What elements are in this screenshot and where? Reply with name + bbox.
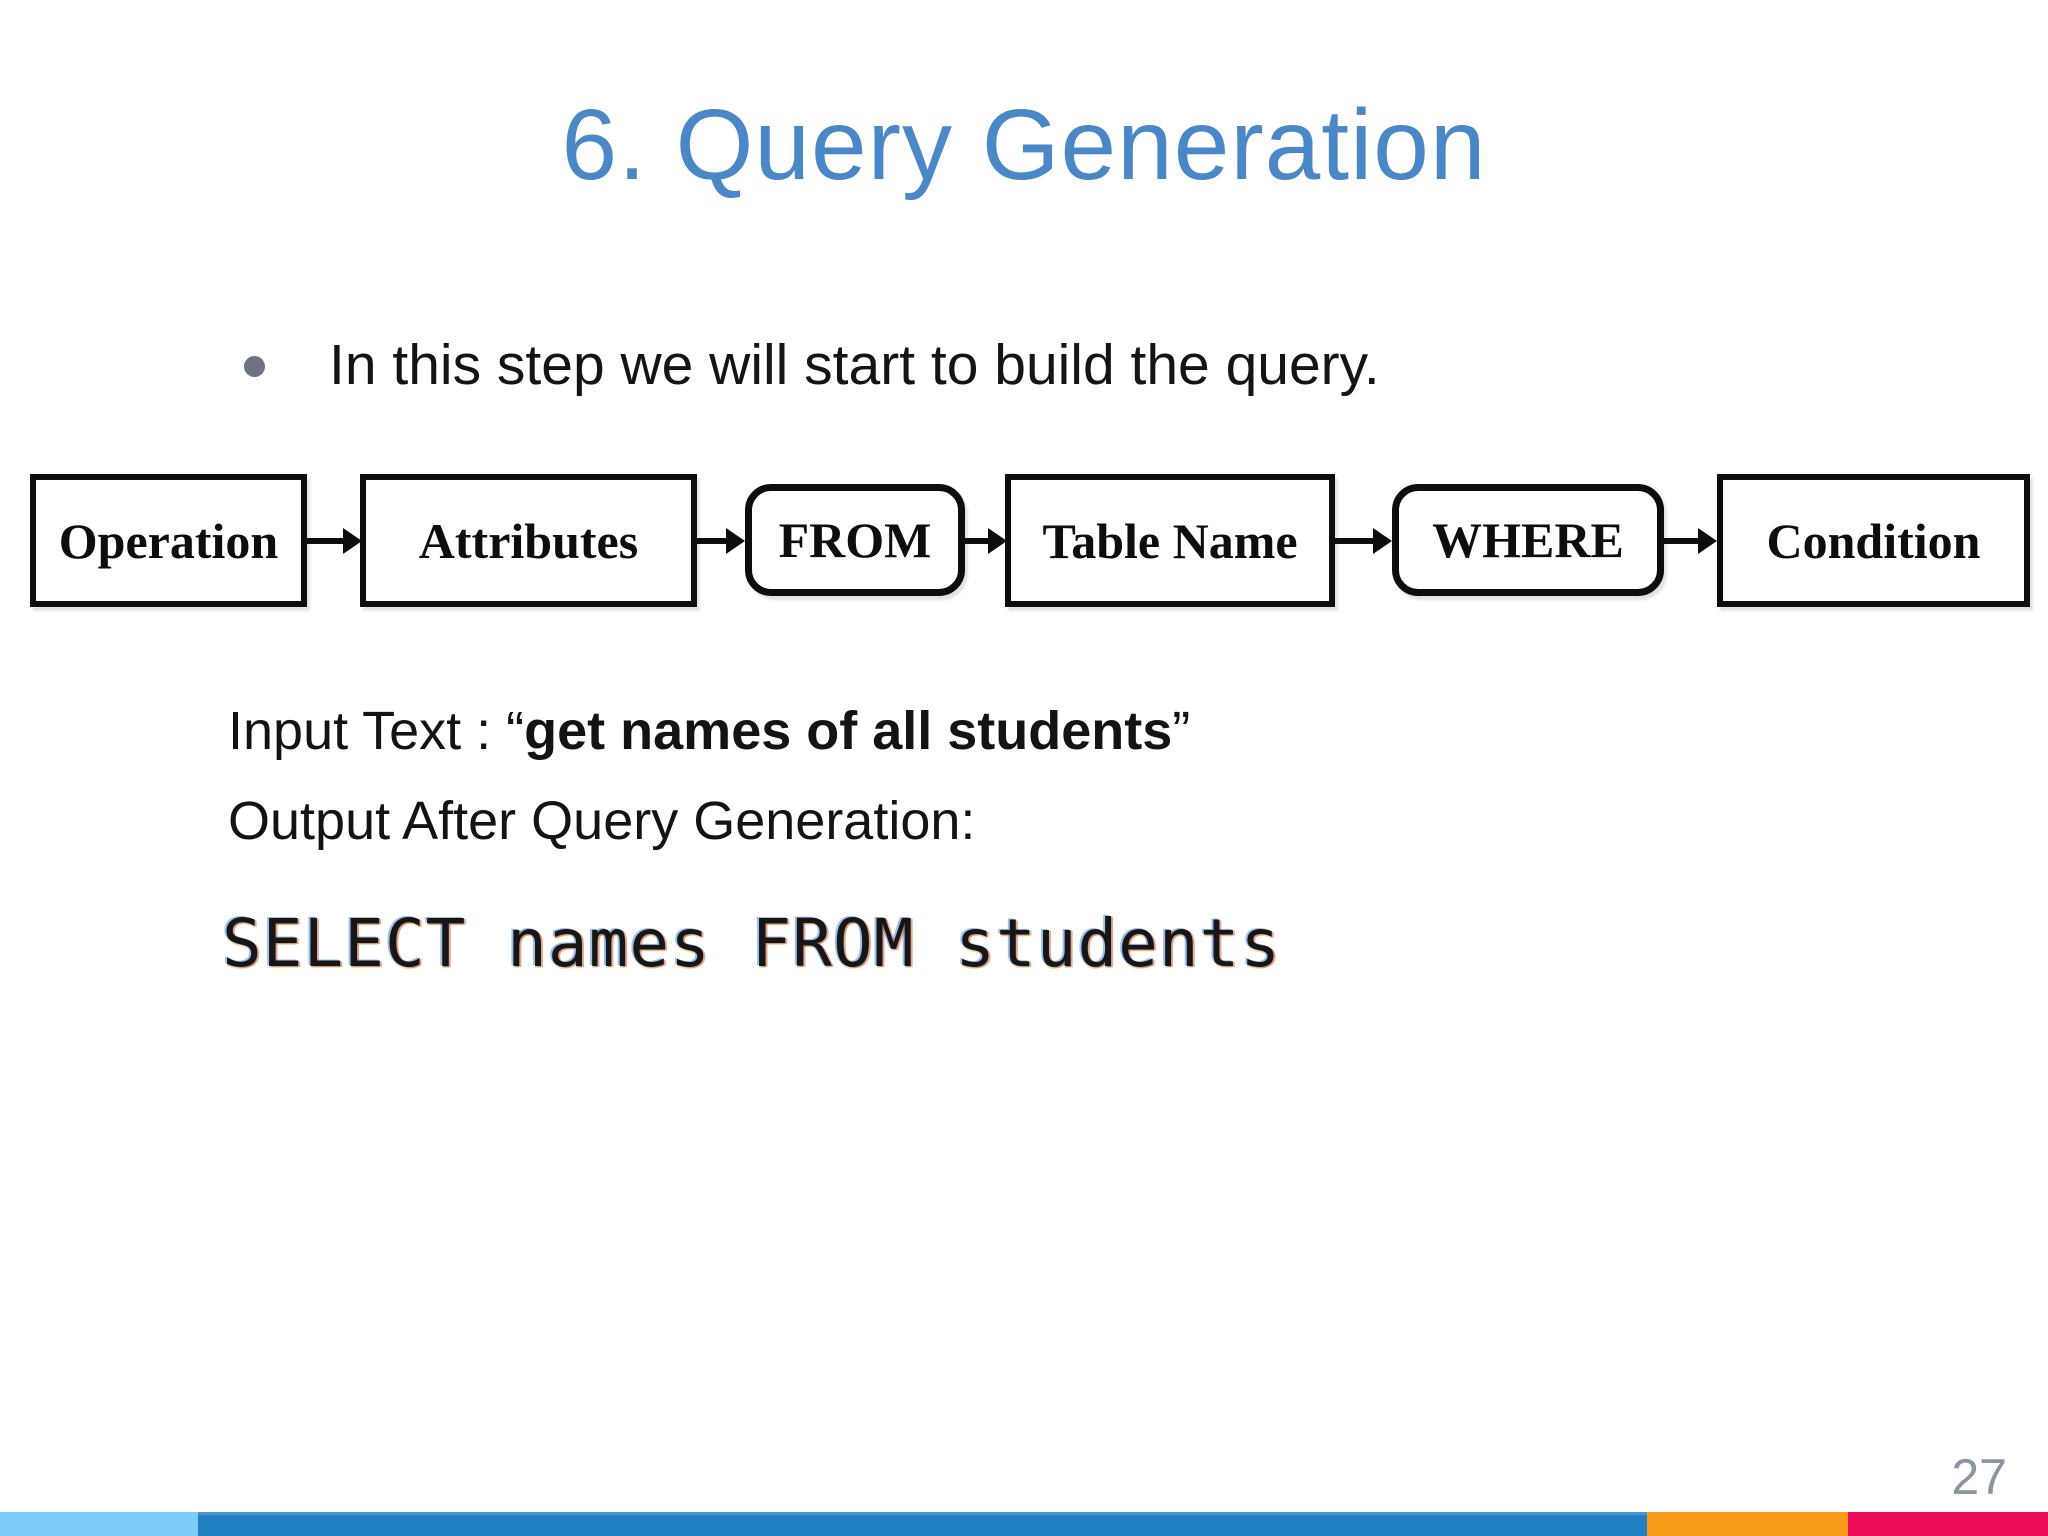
- flow-box-attributes: Attributes: [360, 474, 697, 607]
- arrow-right-icon: [695, 538, 727, 544]
- flow-box-where: WHERE: [1392, 484, 1664, 596]
- flow-box-from: FROM: [745, 484, 965, 596]
- input-text-line: Input Text : “get names of all students”: [228, 700, 1190, 762]
- flow-box-operation: Operation: [30, 474, 307, 607]
- bullet-dot-icon: [244, 356, 265, 377]
- flow-box-label: Operation: [58, 512, 279, 569]
- flow-box-label: Condition: [1766, 512, 1981, 569]
- flow-box-label: Table Name: [1042, 512, 1298, 569]
- footer-segment-orange: [1647, 1512, 1848, 1536]
- flow-box-table-name: Table Name: [1005, 474, 1335, 607]
- arrow-right-icon: [1662, 538, 1699, 544]
- page-number: 27: [1951, 1449, 2007, 1505]
- generated-query-code: SELECT names FROM students: [222, 905, 1282, 982]
- footer-segment-pink: [1848, 1512, 2048, 1536]
- flow-box-label: FROM: [778, 512, 932, 568]
- footer-color-bar: [0, 1512, 2048, 1536]
- bullet-item: In this step we will start to build the …: [244, 330, 1380, 401]
- arrow-right-icon: [1333, 538, 1374, 544]
- bullet-text: In this step we will start to build the …: [329, 333, 1380, 397]
- page-title: 6. Query Generation: [561, 89, 1487, 201]
- flow-box-label: Attributes: [418, 512, 639, 569]
- footer-segment-blue: [198, 1512, 1647, 1536]
- footer-segment-lightblue: [0, 1512, 198, 1536]
- input-text-suffix: ”: [1172, 701, 1191, 761]
- arrow-right-icon: [305, 538, 344, 544]
- input-text-value: get names of all students: [524, 701, 1173, 761]
- flow-box-condition: Condition: [1717, 474, 2030, 607]
- output-label-line: Output After Query Generation:: [228, 791, 976, 851]
- flow-box-label: WHERE: [1432, 512, 1624, 568]
- input-text-prefix: Input Text : “: [228, 701, 525, 761]
- arrow-right-icon: [963, 538, 989, 544]
